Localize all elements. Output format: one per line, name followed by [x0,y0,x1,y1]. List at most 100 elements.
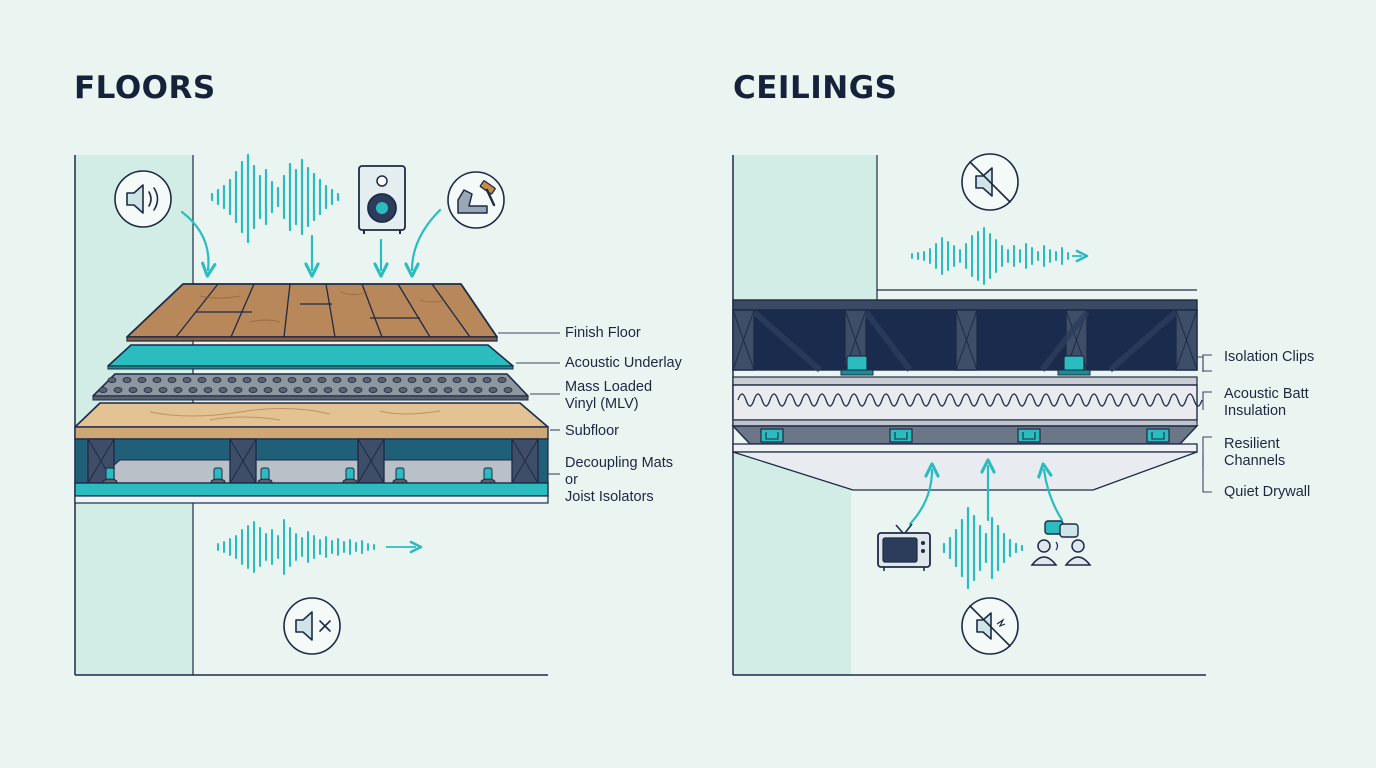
label-acoustic-batt: Acoustic Batt Insulation [1224,386,1309,420]
ceiling-joist-layer [732,299,1198,376]
floors-title: FLOORS [74,70,216,106]
mlv-dot [272,376,282,383]
mlv-dot [437,376,447,383]
arrow-1 [180,210,217,278]
mlv-dot [233,386,243,393]
airborne-wave-icon [911,227,1069,285]
mlv-dot [443,386,453,393]
mlv-dot [428,386,438,393]
ceilings-wall-upper [733,155,877,300]
loudspeaker-icon [358,165,406,234]
label-mlv: Mass Loaded Vinyl (MLV) [565,379,652,413]
joist-isolator [260,467,270,481]
ceiling-joists [732,309,1198,373]
mlv-dot [122,376,132,383]
resilient-channels [760,428,1170,443]
mlv-dot [197,376,207,383]
mlv-dot [218,386,228,393]
mlv-dot [308,386,318,393]
ceiling-joist-brace [1175,309,1198,371]
isolation-clip-base [1057,369,1091,376]
mlv-dot [257,376,267,383]
mlv-dot [167,376,177,383]
sound-wave-icon [210,153,340,244]
mlv-dot [452,376,462,383]
arrow-4 [404,208,442,278]
mlv-dot [503,386,513,393]
mlv-dot [287,376,297,383]
mlv-dot [338,386,348,393]
mlv-dot [173,386,183,393]
label-decoupling-line1: Decoupling Mats [565,455,673,471]
mlv-dot [293,386,303,393]
ceilings-leader-lines [1197,354,1212,493]
mlv-dot [113,386,123,393]
transmitted-wave-icon [217,519,375,575]
label-batt-line1: Acoustic Batt [1224,386,1309,402]
mlv-dot [248,386,258,393]
floors-leader-lines [498,332,560,475]
quiet-drywall-layer [732,443,1198,491]
mlv-dot [128,386,138,393]
conversation-icon [1030,520,1092,566]
joist-isolator [105,467,115,481]
mlv-dot [422,376,432,383]
resilient-channel [889,428,913,443]
arrow-1 [908,462,940,526]
ceiling-joist-brace [732,309,755,371]
mlv-dot [278,386,288,393]
label-batt-line2: Insulation [1224,403,1287,419]
label-isolation-clips: Isolation Clips [1224,349,1315,365]
mlv-dot [188,386,198,393]
mlv-dot [242,376,252,383]
resilient-channel [1146,428,1170,443]
isolation-clips [840,355,1091,376]
mlv-dot [353,386,363,393]
mlv-dot [137,376,147,383]
label-resilient-line2: Channels [1224,453,1286,469]
batt-wave [737,393,1203,407]
label-resilient-channels: Resilient Channels [1224,436,1285,470]
channel-profile [894,432,908,440]
mlv-dot [407,376,417,383]
label-mlv-line2: Vinyl (MLV) [565,396,639,412]
television-icon [877,523,931,571]
ceiling-joist-brace [955,309,978,371]
resilient-channel [760,428,784,443]
mlv-dot [152,376,162,383]
channel-profile [1022,432,1036,440]
speaker-sound-icon [114,170,172,228]
subfloor-layer [74,402,549,440]
mlv-dot [383,386,393,393]
label-mlv-line1: Mass Loaded [565,379,653,395]
label-subfloor: Subfloor [565,423,620,439]
mlv-dot [413,386,423,393]
mlv-dot [497,376,507,383]
joist-isolator [483,467,493,481]
label-decoupling: Decoupling Mats or Joist Isolators [565,455,673,506]
mlv-dot [203,386,213,393]
ceilings-panel [731,153,1212,676]
mlv-dot [362,376,372,383]
mlv-dot [398,386,408,393]
mlv-dot [392,376,402,383]
acoustic-underlay-layer [107,344,514,370]
ceilings-wall-lower [733,452,851,675]
mlv-dot [473,386,483,393]
mlv-dot [488,386,498,393]
mlv-dots [98,376,513,393]
resilient-channel [1017,428,1041,443]
mlv-dot [368,386,378,393]
acoustic-batt-layer [732,376,1203,427]
mlv-dot [482,376,492,383]
label-resilient-line1: Resilient [1224,436,1280,452]
muted-speaker-icon [961,597,1019,655]
joist-isolator [395,467,405,481]
floors-panel [74,153,560,676]
mlv-dot [458,386,468,393]
mlv-dot [317,376,327,383]
noise-wave-icon [942,506,1024,590]
ceilings-sound-arrows [908,458,1064,526]
